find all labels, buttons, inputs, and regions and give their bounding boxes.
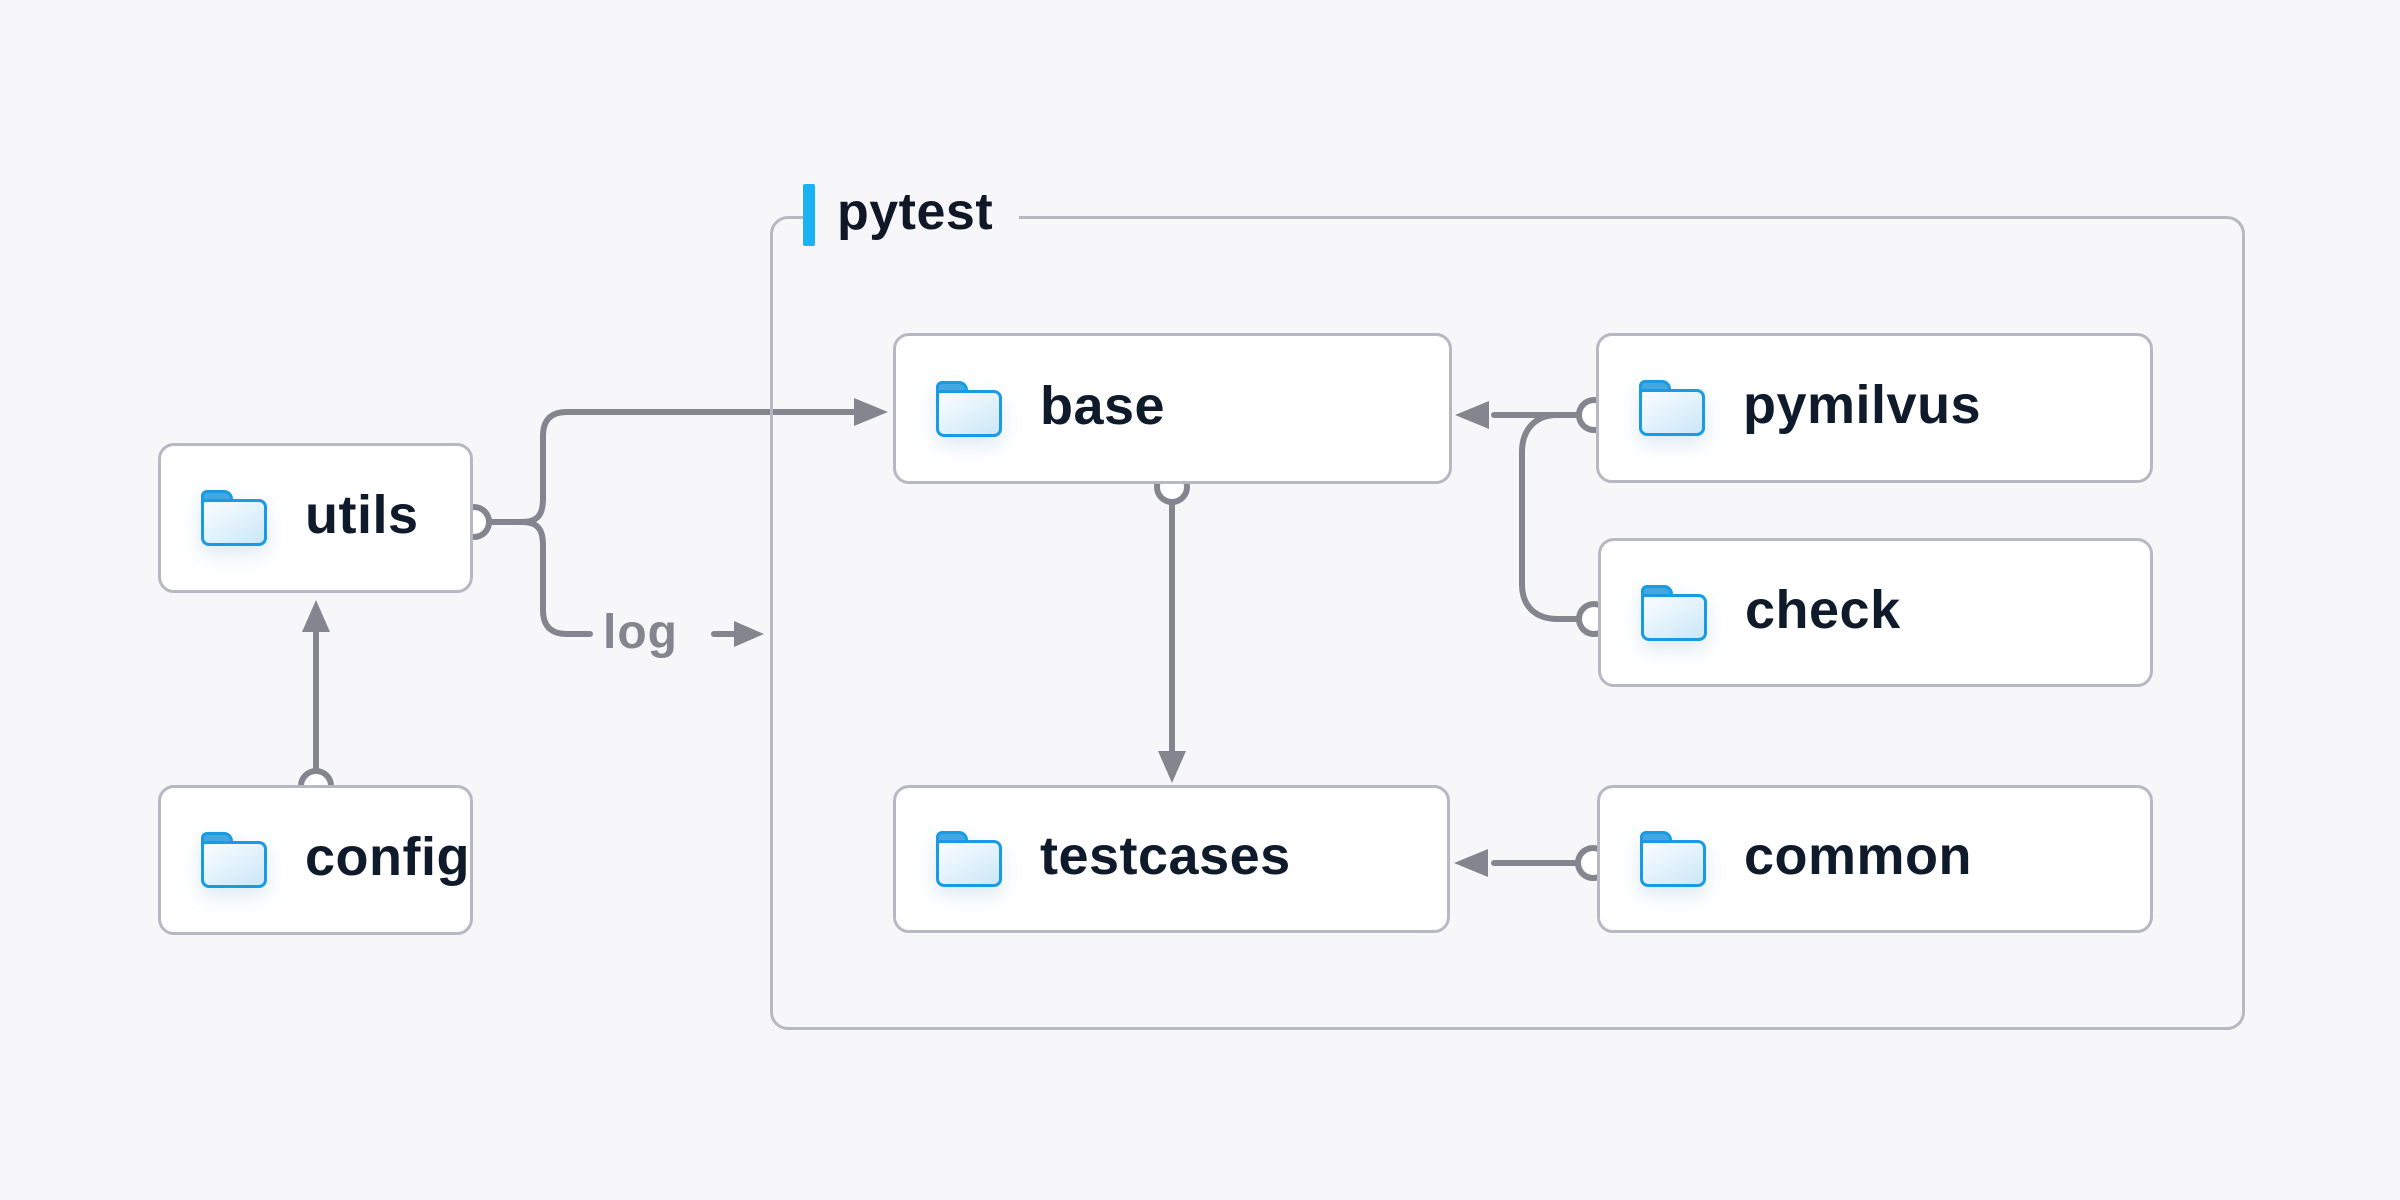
node-check: check (1598, 538, 2153, 687)
edge-label-log: log (603, 606, 678, 659)
accent-bar (803, 184, 815, 246)
folder-icon (201, 490, 267, 546)
pytest-group-container (770, 216, 2245, 1030)
folder-icon (201, 832, 267, 888)
folder-icon (1639, 380, 1705, 436)
node-base: base (893, 333, 1452, 484)
folder-icon (1640, 831, 1706, 887)
node-pymilvus-label: pymilvus (1743, 375, 1982, 435)
node-testcases-label: testcases (1040, 826, 1291, 886)
pytest-group-label: pytest (803, 183, 1020, 247)
node-base-label: base (1040, 375, 1166, 436)
node-utils-label: utils (305, 485, 419, 545)
folder-icon (936, 380, 1002, 437)
node-config: config (158, 785, 473, 935)
node-utils: utils (158, 443, 473, 593)
edge-utils-to-log (519, 519, 593, 637)
node-check-label: check (1745, 579, 1901, 640)
node-pymilvus: pymilvus (1596, 333, 2153, 483)
node-testcases: testcases (893, 785, 1450, 933)
folder-icon (1641, 584, 1707, 641)
node-common-label: common (1744, 826, 1973, 886)
node-common: common (1597, 785, 2153, 933)
node-config-label: config (305, 827, 470, 887)
pytest-group-title: pytest (837, 183, 994, 241)
arrowhead-into-utils (302, 600, 330, 632)
arrowhead-log (734, 621, 764, 647)
folder-icon (936, 831, 1002, 887)
